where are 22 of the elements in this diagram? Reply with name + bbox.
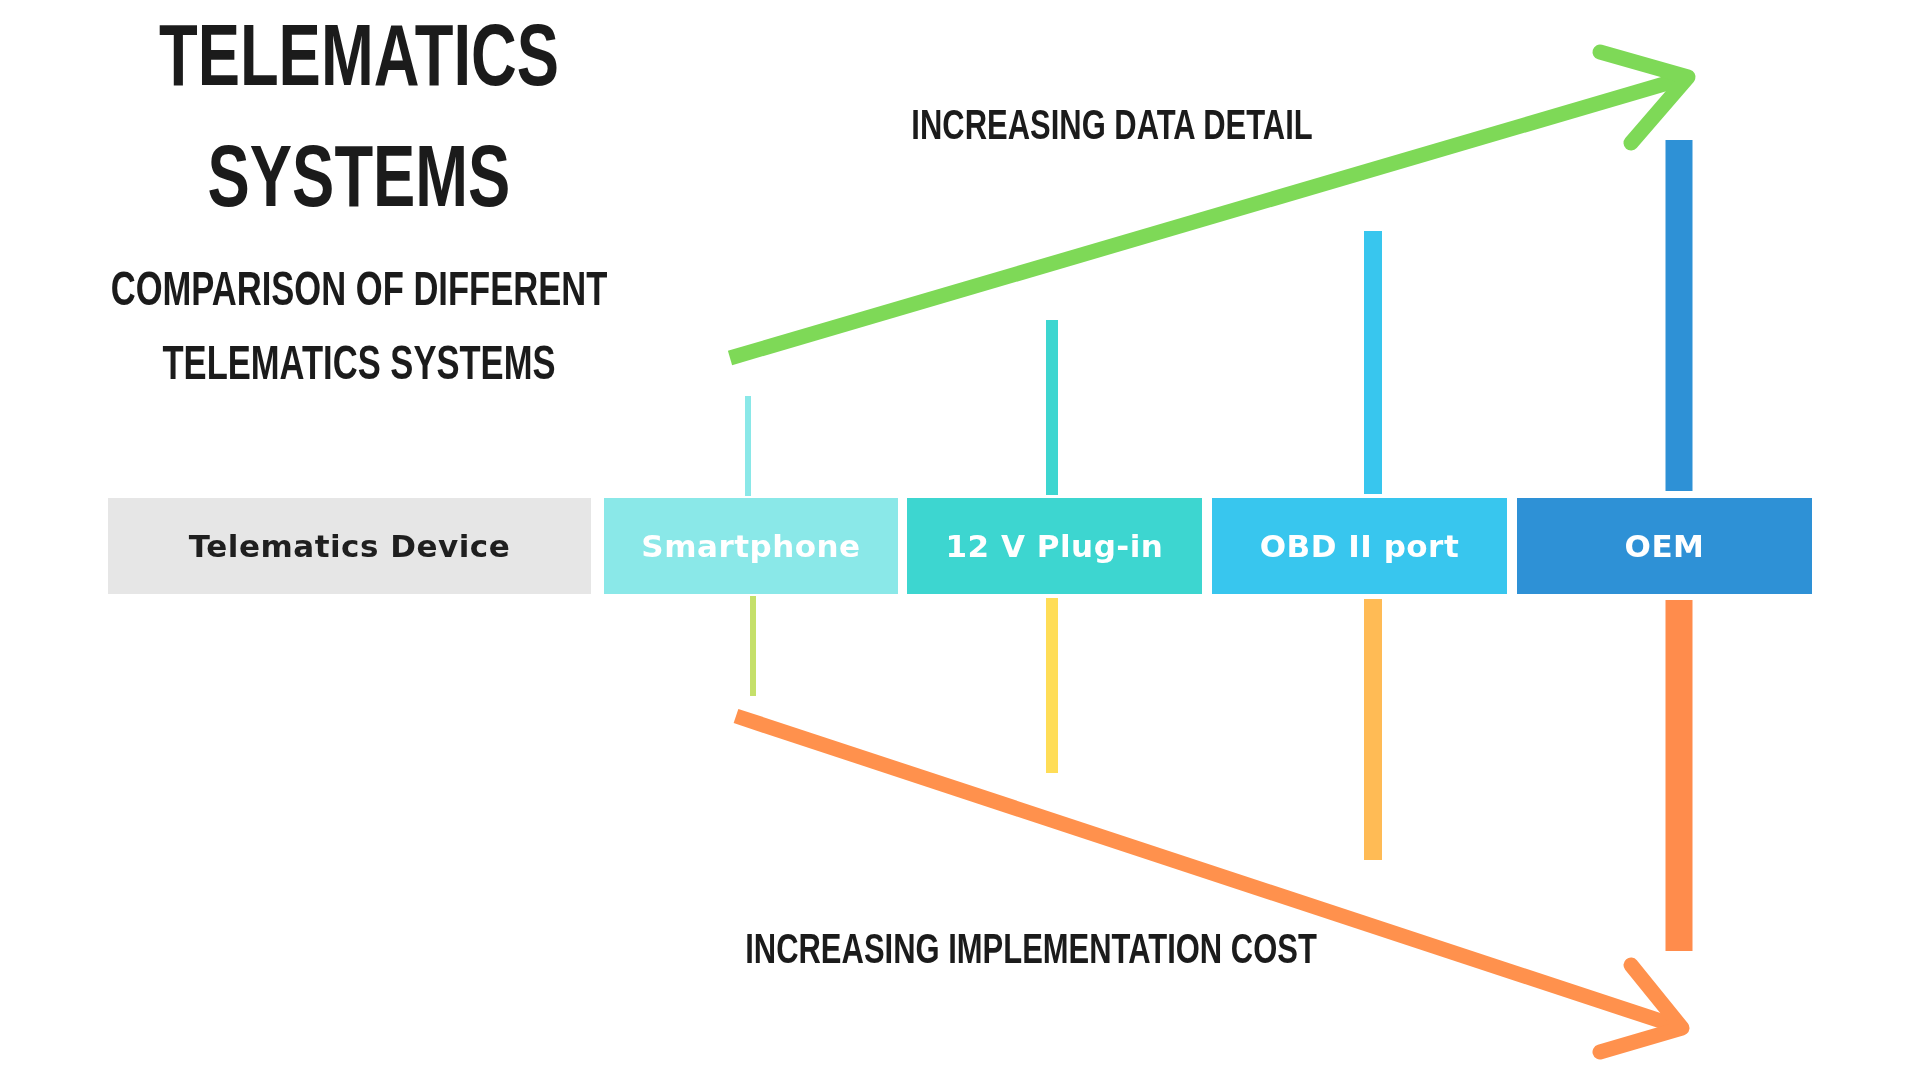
level-bar [750,596,756,696]
category-box [1212,498,1507,594]
arrow-label: INCREASING DATA DETAIL [910,100,1314,150]
level-bar [1364,599,1382,860]
arrow-label: INCREASING IMPLEMENTATION COST [744,924,1318,974]
level-bar [1046,598,1058,773]
category-label: OBD II port [1259,528,1460,564]
subtitle: COMPARISON OF DIFFERENT TELEMATICS SYSTEMS [109,261,609,392]
category-box [1517,498,1812,594]
level-bar [1046,320,1058,495]
category-label: Smartphone [641,528,861,564]
level-bar [1665,600,1693,951]
level-bar [745,396,751,496]
category-label: 12 V Plug-in [945,528,1164,564]
level-bar [1665,140,1693,491]
level-bar [1364,231,1382,494]
title: TELEMATICS SYSTEMS [157,4,561,228]
category-label: OEM [1624,528,1705,564]
category-box [907,498,1202,594]
category-box [604,498,898,594]
category-box [108,498,591,594]
category-label: Telematics Device [188,528,511,564]
